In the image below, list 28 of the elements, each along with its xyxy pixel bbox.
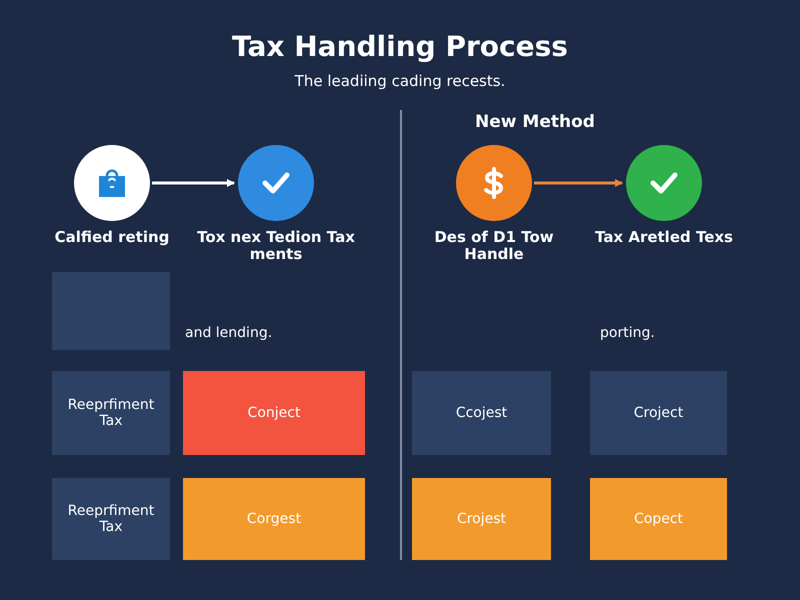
tile-text: Crojest: [456, 511, 508, 527]
arrow: [152, 179, 235, 187]
description-text: porting.: [600, 325, 656, 341]
tile-text: Conject: [246, 405, 302, 421]
tile: [52, 272, 170, 350]
tile: [52, 371, 170, 455]
tile-text: Croject: [632, 405, 684, 421]
tile-text: Copect: [632, 511, 684, 527]
tile: [412, 478, 551, 560]
tile: [590, 371, 727, 455]
step-caption: Tax Aretled Texs: [594, 229, 734, 246]
tile-text: Ccojest: [454, 405, 508, 421]
tile: [183, 478, 365, 560]
arrow: [534, 179, 623, 187]
tile-text: Corgest: [246, 511, 302, 527]
tile: [590, 478, 727, 560]
tile-text: Reeprfiment Tax: [66, 503, 156, 535]
tile-text: Reeprfiment Tax: [66, 397, 156, 429]
description-text: and lending.: [185, 325, 274, 341]
subtitle: The leadiing cading recests.: [294, 72, 506, 90]
tile: [183, 371, 365, 455]
title: Tax Handling Process: [231, 30, 569, 63]
step-caption: Calfied reting: [54, 229, 170, 246]
section-heading: New Method: [474, 112, 596, 132]
tile: [412, 371, 551, 455]
step-caption: Tox nex Tedion Tax ments: [196, 229, 356, 263]
tile: [52, 478, 170, 560]
step-caption: Des of D1 Tow Handle: [433, 229, 555, 263]
